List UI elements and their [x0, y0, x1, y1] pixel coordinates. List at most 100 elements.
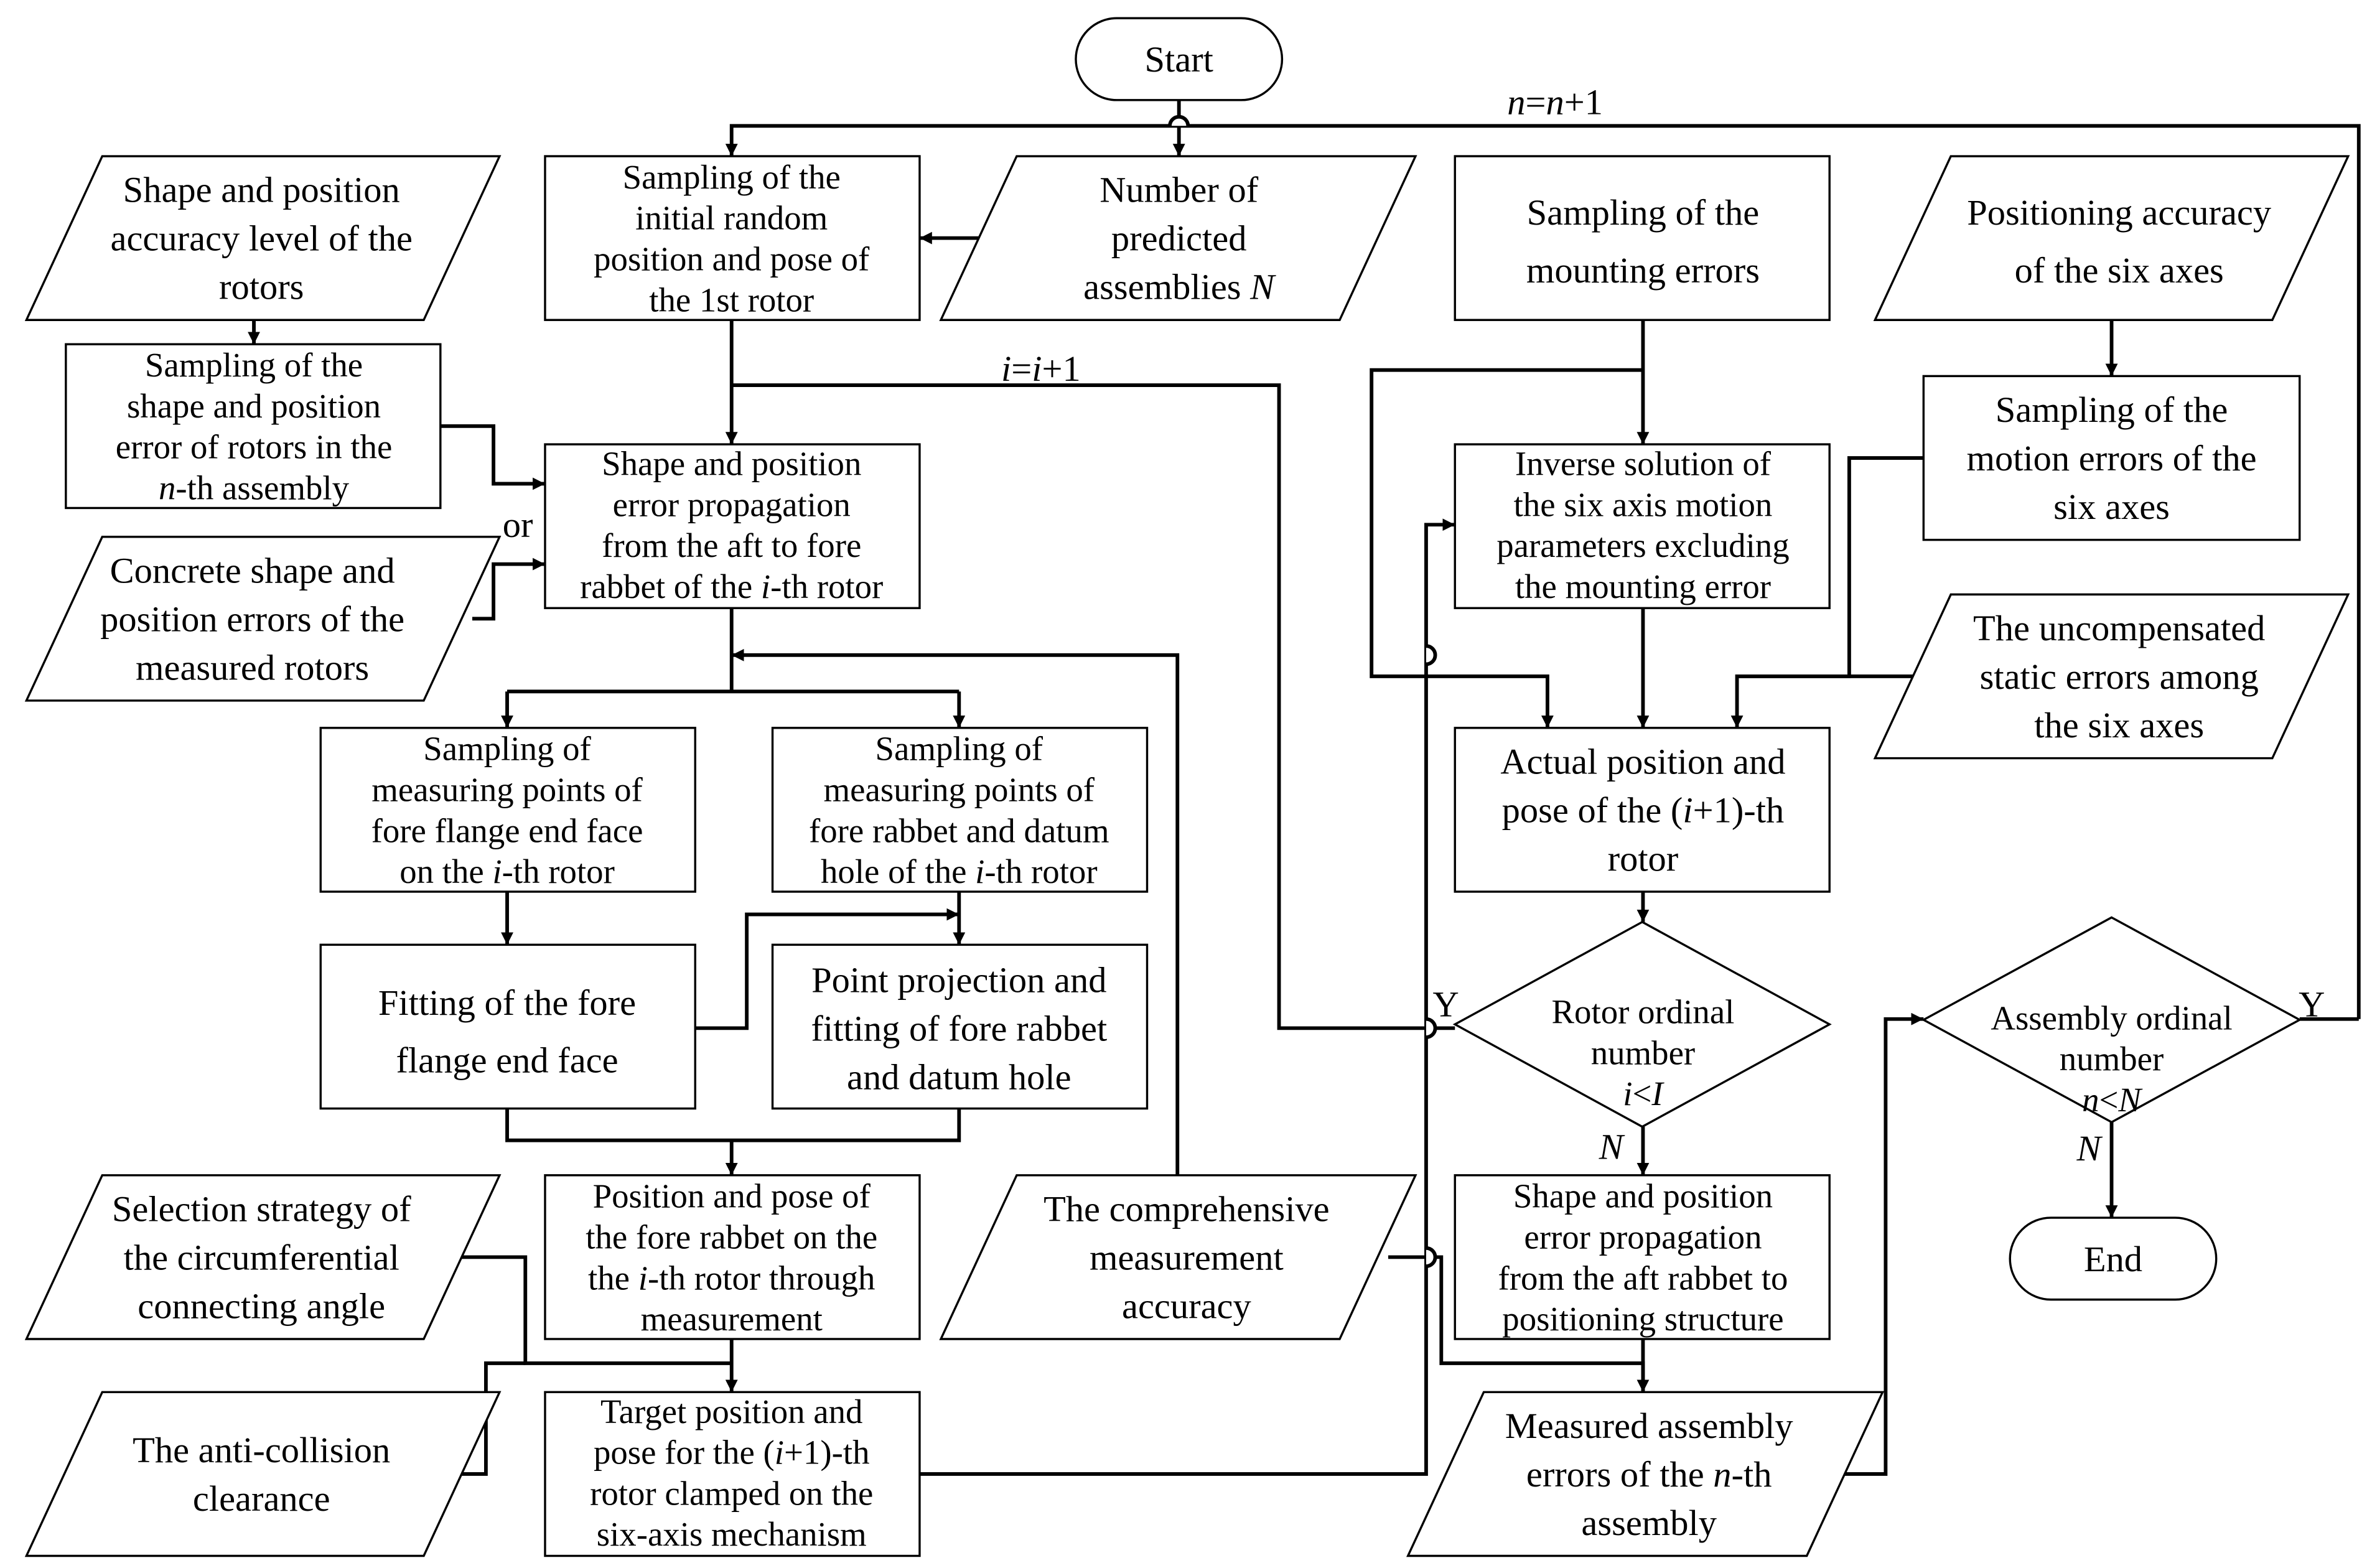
n-loop-to-sampling-initial-connector [725, 124, 2361, 1019]
start-text: Start [1144, 39, 1213, 80]
uncompensated-shape [1873, 593, 2350, 760]
comprehensive-to-prop-branch-connector [731, 648, 1180, 1175]
point-projection-text: fitting of fore rabbet [811, 1008, 1107, 1048]
rotor-no-label: N [1599, 1126, 1625, 1167]
target-pose-text: rotor clamped on the [590, 1474, 873, 1512]
actual-pose-shape [1454, 727, 1831, 893]
inverse-solution-text: the mounting error [1515, 567, 1771, 605]
concrete-errors-text: measured rotors [136, 647, 369, 688]
comprehensive-text: accuracy [1122, 1286, 1252, 1326]
start-shape [1075, 17, 1284, 101]
sampling-flange-text: Sampling of [423, 729, 591, 767]
assembly-no-label: N [2076, 1127, 2103, 1168]
inverse-solution-text: parameters excluding [1496, 526, 1789, 564]
rotor-ordinal-text: Rotor ordinal [1551, 992, 1734, 1030]
uncompensated-text: The uncompensated [1973, 607, 2265, 648]
target-pose-text: pose for the (i+1)-th [594, 1433, 870, 1471]
concrete-errors-text: Concrete shape and [110, 550, 395, 590]
sampling-shape-error-shape [65, 343, 442, 510]
fitting-flange-shape [319, 943, 696, 1110]
actual-pose-text: rotor [1608, 838, 1679, 879]
sampling-motion-shape [1922, 375, 2301, 541]
sampling-rabbet-text: measuring points of [824, 770, 1095, 808]
fitting-flange-text: Fitting of the fore [378, 982, 636, 1022]
sampling-motion-text: Sampling of the [1996, 390, 2228, 430]
uncompensated-text: the six axes [2034, 704, 2204, 745]
pose-fore-rabbet-text: Position and pose of [593, 1177, 871, 1215]
shape-prop-aft-pos-text: from the aft rabbet to [1498, 1259, 1788, 1297]
measured-assembly-text: errors of the n-th [1526, 1454, 1772, 1494]
or-label: or [503, 505, 533, 545]
sampling-mounting-node: Sampling of the mounting errors [1454, 155, 1831, 321]
target-pose-text: Target position and [600, 1392, 863, 1430]
sampling-mounting-shape [1454, 155, 1831, 321]
shape-pos-accuracy-shape [24, 155, 502, 321]
end-text: End [2084, 1238, 2142, 1279]
assembly-ordinal-text: number [2060, 1040, 2164, 1078]
sampling-initial-text: Sampling of the [623, 157, 841, 195]
fitting-flange-node: Fitting of the fore flange end face [319, 943, 696, 1110]
point-projection-text: Point projection and [811, 959, 1106, 1000]
point-projection-text: and datum hole [847, 1057, 1071, 1097]
n-increment-label: n=n+1 [1507, 82, 1603, 122]
rotor-ordinal-text: number [1591, 1034, 1695, 1071]
num-predicted-text: Number of [1099, 169, 1259, 210]
sampling-shape-error-text: error of rotors in the [116, 427, 393, 465]
target-pose-shape [544, 1391, 921, 1557]
concrete-errors-shape [24, 536, 502, 702]
sampling-shape-error-text: shape and position [127, 386, 381, 424]
shape-pos-accuracy-text: rotors [219, 266, 304, 307]
sampling-initial-text: initial random [635, 198, 828, 236]
measured-assembly-text: assembly [1581, 1502, 1717, 1542]
sampling-flange-text: on the i-th rotor [399, 852, 615, 890]
sampling-rabbet-text: Sampling of [875, 729, 1043, 767]
fitting-to-rabbet-fit-connector [695, 908, 959, 1030]
connectors [248, 100, 2361, 1476]
point-projection-node: Point projection and fitting of fore rabb… [771, 943, 1149, 1110]
selection-to-target-connector [447, 1255, 732, 1365]
num-predicted-text: predicted [1111, 218, 1247, 258]
i-loop-to-shape-prop-connector [731, 383, 1455, 1030]
crossing-hop [1168, 114, 1190, 126]
selection-strategy-shape [24, 1174, 502, 1340]
shape-prop-aft-fore-shape [544, 443, 921, 609]
fitting-flange-text: flange end face [396, 1040, 618, 1080]
pose-fore-rabbet-text: the i-th rotor through [588, 1259, 875, 1297]
target-pose-text: six-axis mechanism [597, 1515, 867, 1553]
assembly-yes-label: Y [2299, 984, 2325, 1024]
point-projection-shape [771, 943, 1149, 1110]
shape-prop-aft-pos-text: positioning structure [1502, 1300, 1783, 1338]
sampling-mounting-text: Sampling of the [1527, 192, 1760, 233]
assembly-ordinal-shape [1921, 916, 2302, 1124]
fitting-merge-connector [505, 1108, 961, 1142]
positioning-accuracy-text: of the six axes [2015, 250, 2224, 290]
start-node: Start [1075, 17, 1284, 101]
comprehensive-shape [939, 1174, 1417, 1340]
concrete-to-prop-connector [472, 558, 545, 621]
sampling-flange-shape [319, 727, 696, 893]
shape-prop-aft-pos-text: Shape and position [1513, 1177, 1773, 1215]
sampling-shape-to-prop-connector [440, 424, 545, 490]
end-node: End [2009, 1216, 2218, 1301]
sampling-mounting-text: mounting errors [1526, 250, 1760, 290]
shape-prop-aft-pos-text: error propagation [1524, 1218, 1762, 1256]
